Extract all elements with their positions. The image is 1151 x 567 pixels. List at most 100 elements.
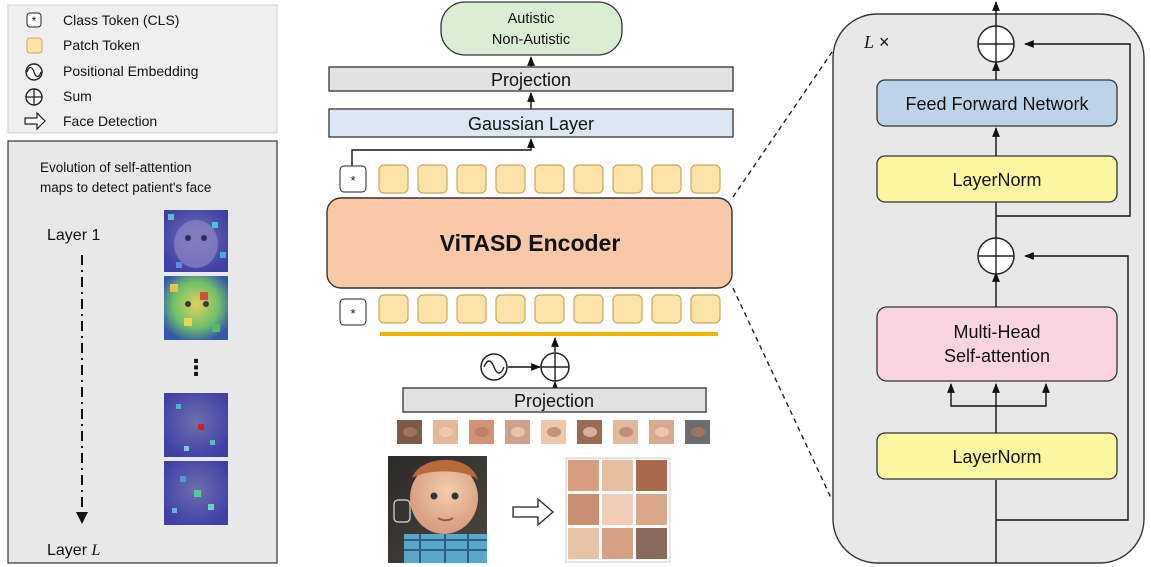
mhsa-label-line1: Multi-Head [953,322,1040,342]
output-class-non-autistic: Non-Autistic [492,32,570,48]
face-grid-cell [636,494,667,525]
face-grid-cell [602,460,633,491]
input-patch-token [495,294,526,324]
layer-last-var: L [90,542,100,559]
patch-image-strip [397,420,710,444]
image-patch-detail [439,427,453,437]
face-grid-cell [602,494,633,525]
input-patch-token [690,294,721,324]
output-patch-token [651,164,682,194]
patient-photo [388,456,487,563]
pipeline: Autistic Non-Autistic Projection Gaussia… [326,1,734,563]
face-grid-cell [636,460,667,491]
legend-face-detection-label: Face Detection [63,113,157,129]
output-token-row: * [339,164,721,194]
attention-ellipsis: ⋮ [185,355,207,380]
face-detection-arrow-icon [24,111,46,131]
input-token-row: * [339,294,721,326]
encoder-block: L× LayerNorm Multi-Head Self-attention L… [832,1,1145,564]
attention-caption-line1: Evolution of self-attention [40,160,192,175]
layer-progress-arrowhead [76,512,88,524]
face-grid-cell [568,460,599,491]
attention-map-layer-last [164,461,228,525]
attention-panel-box [7,140,278,564]
image-patch-detail [655,427,669,437]
input-patch-token [456,294,487,324]
output-class-autistic: Autistic [508,11,555,27]
cls-token-symbol-star: * [32,14,37,28]
multi-head-self-attention-box [876,306,1118,382]
gaussian-layer-box [328,108,734,138]
image-patch-detail [691,427,705,437]
output-patch-token [495,164,526,194]
image-patch-detail [547,427,561,437]
projection-bottom-box [402,387,707,413]
attention-panel: Evolution of self-attention maps to dete… [7,140,278,564]
mhsa-label-line2: Self-attention [944,346,1050,366]
encoder-block-panel [832,13,1145,564]
layernorm-top-box [876,155,1118,203]
layernorm-bottom-label: LayerNorm [952,447,1041,467]
patch-token-symbol [26,37,43,54]
image-patch-detail [475,427,489,437]
legend-cls-label: Class Token (CLS) [63,12,179,28]
attention-map-layer2 [164,276,228,340]
feed-forward-network-box [876,79,1118,127]
output-cls-token-star: * [350,173,355,188]
face-grid-cell [636,528,667,559]
output-patch-token [378,164,409,194]
face-grid-frame [565,457,671,563]
projection-top-label: Projection [491,70,571,90]
image-patch-detail [583,427,597,437]
legend-box [7,4,278,134]
attention-map-layer3 [164,393,228,457]
output-patch-token [417,164,448,194]
output-cls-token [339,165,367,193]
zoom-line-top [732,51,833,198]
input-patch-token [417,294,448,324]
attention-caption-line2: maps to detect patient's face [40,180,211,195]
output-patch-token [573,164,604,194]
cropped-face-grid [565,457,671,563]
input-patch-token [573,294,604,324]
output-patch-token [534,164,565,194]
legend: * Class Token (CLS) Patch Token Position… [7,4,278,134]
face-grid-cell [568,494,599,525]
ffn-label: Feed Forward Network [905,94,1089,114]
projection-bottom-label: Projection [514,391,594,411]
layer-last-prefix: Layer [47,542,91,559]
image-patch-detail [403,427,417,437]
gaussian-layer-label: Gaussian Layer [468,114,594,134]
vitasd-encoder-label: ViTASD Encoder [440,230,621,256]
encoder-repeat-label: L× [863,32,890,52]
input-patch-token [534,294,565,324]
layernorm-top-label: LayerNorm [952,170,1041,190]
face-grid-cell [602,528,633,559]
input-patch-token [651,294,682,324]
input-patch-token [378,294,409,324]
encoder-repeat-symbol: × [879,32,890,52]
encoder-repeat-var: L [863,32,874,52]
output-patch-token [456,164,487,194]
legend-patch-label: Patch Token [63,37,140,53]
face-detection-arrow [512,497,554,527]
output-patch-token [612,164,643,194]
face-grid-cell [568,528,599,559]
input-cls-token-star: * [350,306,355,321]
output-patch-token [690,164,721,194]
layer-last-label: Layer L [47,542,100,559]
image-patch-detail [619,427,633,437]
vitasd-encoder-box [326,197,733,289]
layernorm-bottom-box [876,432,1118,480]
output-classes-box [440,1,623,56]
legend-positional-label: Positional Embedding [63,63,198,79]
input-patch-token [612,294,643,324]
cls-token-symbol [26,12,42,28]
input-cls-token [339,298,367,326]
legend-sum-label: Sum [63,88,92,104]
zoom-line-bottom [732,287,833,501]
image-patch-detail [511,427,525,437]
layer-first-label: Layer 1 [47,227,100,244]
attention-map-layer1 [164,210,228,272]
projection-top-box [328,66,734,92]
